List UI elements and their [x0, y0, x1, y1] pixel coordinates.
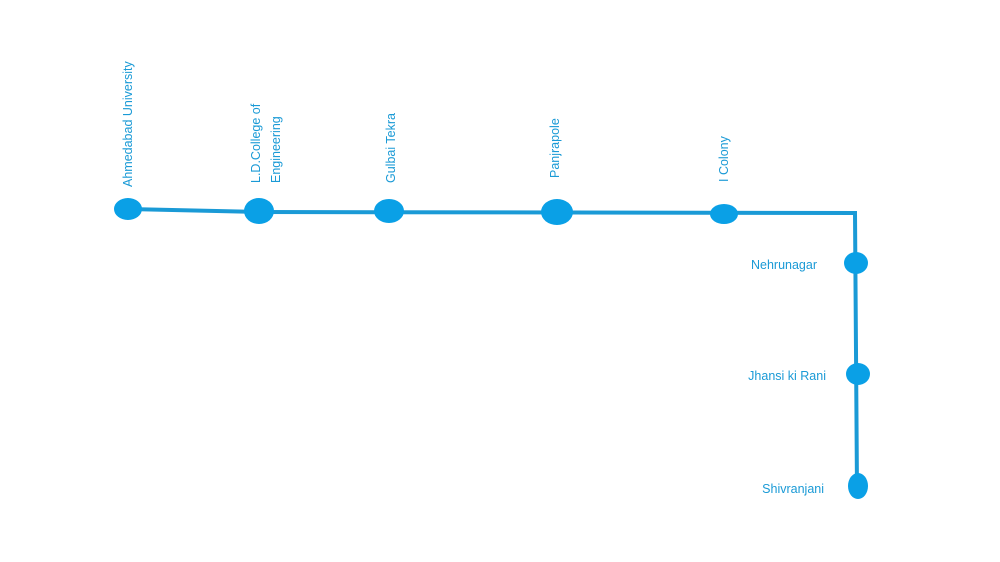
stop-label-ld-college-of-engineering-line2: Engineering [269, 116, 283, 183]
stop-label-jhansi-ki-rani: Jhansi ki Rani [748, 369, 826, 383]
stop-label-nehrunagar: Nehrunagar [751, 258, 817, 272]
stop-label-gulbai-tekra: Gulbai Tekra [384, 113, 398, 183]
stop-label-panjrapole: Panjrapole [548, 118, 562, 178]
stop-label-shivranjani: Shivranjani [762, 482, 824, 496]
stop-marker-jhansi-ki-rani [846, 363, 870, 385]
stop-marker-nehrunagar [844, 252, 868, 274]
stop-marker-shivranjani [848, 473, 868, 499]
stop-marker-gulbai-tekra [374, 199, 404, 223]
stop-marker-i-colony [710, 204, 738, 224]
stop-label-ahmedabad-university: Ahmedabad University [121, 60, 135, 187]
stop-marker-ahmedabad-university [114, 198, 142, 220]
stop-label-ld-college-of-engineering: L.D.College of [249, 103, 263, 183]
stop-label-i-colony: I Colony [717, 135, 731, 182]
stop-marker-panjrapole [541, 199, 573, 225]
route-line [127, 207, 859, 491]
stop-marker-ld-college-of-engineering [244, 198, 274, 224]
